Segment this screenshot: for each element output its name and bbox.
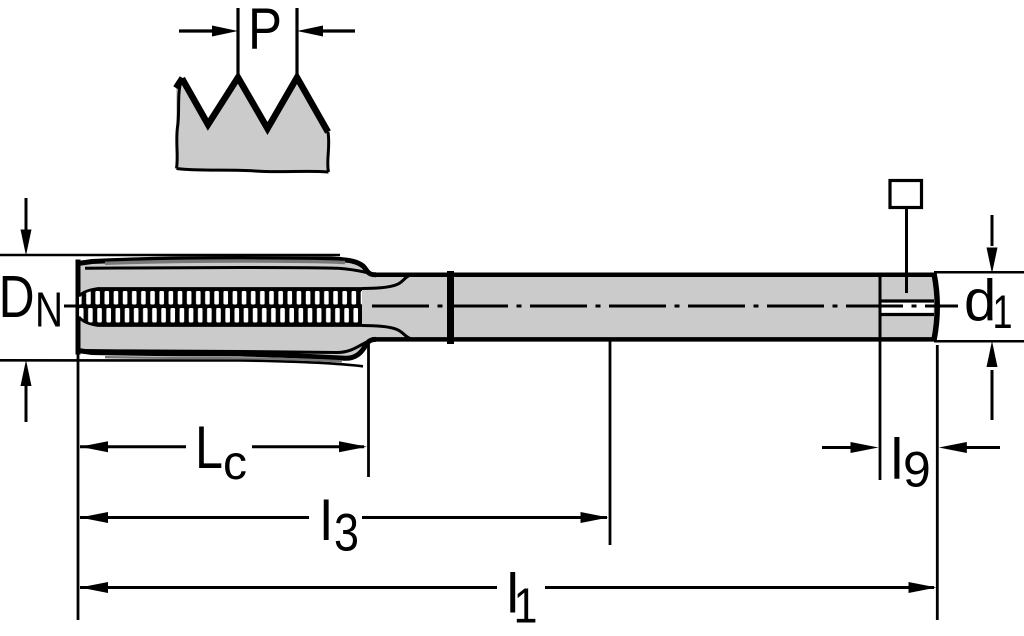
svg-text:l: l	[507, 562, 519, 625]
svg-text:P: P	[248, 0, 282, 62]
svg-text:c: c	[223, 437, 247, 490]
svg-text:9: 9	[903, 442, 931, 498]
svg-text:1: 1	[514, 580, 538, 634]
svg-text:1: 1	[993, 285, 1013, 338]
svg-text:N: N	[35, 283, 63, 338]
svg-text:l: l	[891, 428, 904, 492]
svg-text:D: D	[0, 264, 35, 330]
svg-text:3: 3	[334, 504, 359, 563]
svg-text:l: l	[320, 490, 332, 552]
svg-text:L: L	[195, 413, 223, 481]
svg-text:d: d	[964, 269, 996, 334]
